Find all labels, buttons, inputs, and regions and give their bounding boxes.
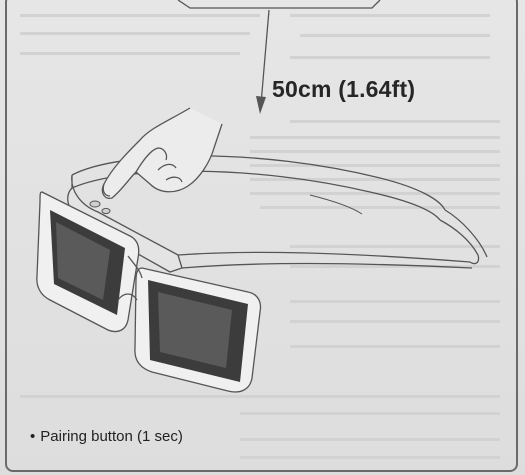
content-frame (5, 0, 518, 472)
pairing-button-icon (89, 200, 111, 215)
tv-bottom-edge (177, 0, 381, 9)
bullet-icon: • (30, 428, 36, 445)
caption-text: Pairing button (1 sec) (40, 428, 183, 445)
hand-illustration (101, 107, 223, 199)
distance-label: 50cm (1.64ft) (272, 76, 416, 102)
left-lens (36, 191, 140, 333)
distance-arrow (256, 9, 270, 114)
nose-bridge (117, 255, 143, 301)
caption-pairing-button: •Pairing button (1 sec) (30, 428, 183, 445)
right-lens (134, 267, 262, 393)
glasses-hinge (67, 174, 183, 273)
